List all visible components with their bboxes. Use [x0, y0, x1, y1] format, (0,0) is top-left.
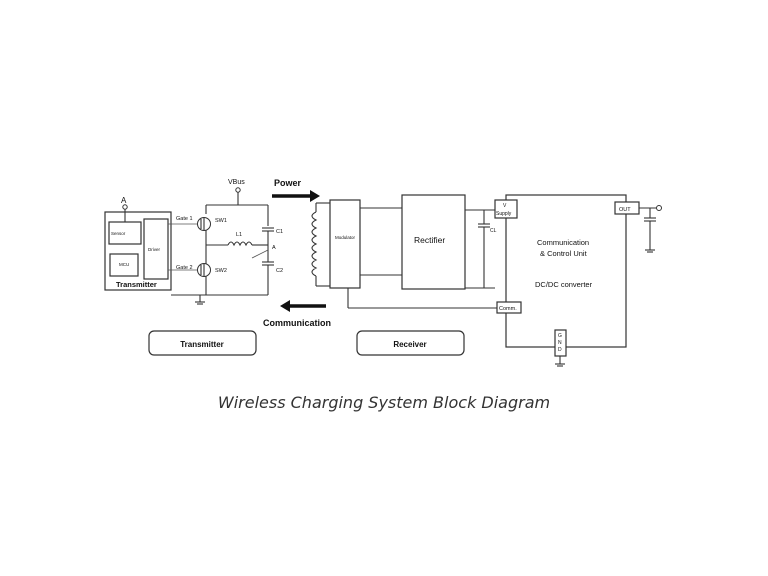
driver-label: Driver — [148, 247, 161, 252]
communication-label: Communication — [263, 318, 331, 328]
transmitter-button-label: Transmitter — [180, 340, 224, 349]
ccu-line1: Communication — [537, 238, 589, 247]
c1-label: C1 — [276, 229, 283, 235]
gate1-label: Gate 1 — [176, 216, 193, 222]
inductor-l1 — [227, 241, 253, 247]
power-label: Power — [274, 178, 302, 188]
comm-label: Comm. — [499, 306, 517, 312]
node-a-terminal — [122, 204, 128, 210]
mcu-block — [109, 253, 139, 277]
v-supply-line2: Supply — [496, 211, 512, 217]
receiver-button[interactable]: Receiver — [356, 330, 465, 356]
mcu-label: MCU — [119, 262, 129, 267]
l1-label: L1 — [236, 232, 242, 238]
gate2-label: Gate 2 — [176, 265, 193, 271]
v-supply-pin — [494, 199, 518, 219]
control-unit-block — [505, 194, 627, 348]
sw1-label: SW1 — [215, 218, 227, 224]
rectifier-label: Rectifier — [414, 235, 445, 245]
v-supply-line1: V — [503, 203, 507, 209]
node-a-left-label: A — [121, 196, 127, 205]
node-a-right-label: A — [272, 245, 276, 251]
modulator-block — [329, 199, 361, 289]
gnd-d: D — [558, 347, 562, 353]
c2-label: C2 — [276, 268, 283, 274]
driver-block — [143, 218, 169, 280]
diagram-caption: Wireless Charging System Block Diagram — [217, 393, 551, 412]
receiver-button-label: Receiver — [393, 340, 426, 349]
vbus-label: VBus — [228, 179, 245, 186]
gnd-n: N — [558, 340, 562, 346]
sw2-label: SW2 — [215, 268, 227, 274]
vbus-terminal — [235, 187, 241, 193]
modulator-label: Modulator — [335, 235, 356, 240]
out-label: OUT — [619, 207, 631, 213]
ccu-line2: & Control Unit — [540, 249, 588, 258]
transmitter-inner-label: Transmitter — [116, 280, 157, 289]
rectifier-block — [401, 194, 466, 290]
sensor-label: Sensor — [111, 231, 126, 236]
cl-label: CL — [490, 228, 497, 234]
gnd-g: G — [558, 333, 562, 339]
output-terminal — [656, 205, 662, 211]
transmitter-button[interactable]: Transmitter — [148, 330, 257, 356]
dcdc-label: DC/DC converter — [535, 280, 593, 289]
receiver-coil — [311, 211, 318, 277]
